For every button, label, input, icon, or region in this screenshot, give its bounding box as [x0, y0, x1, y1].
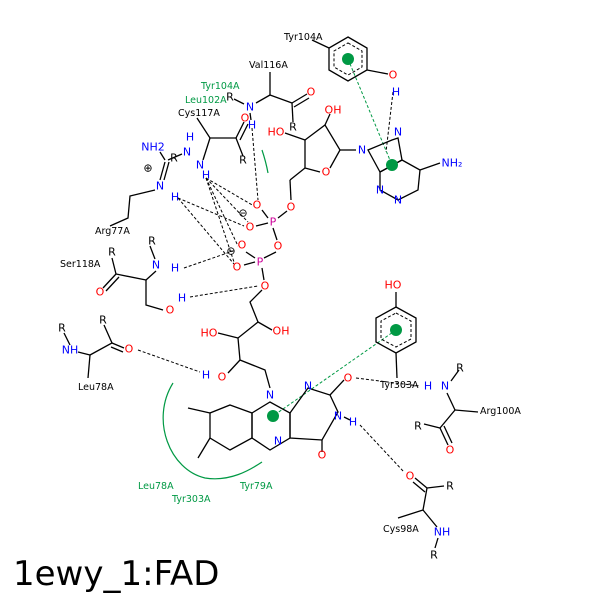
atom-o: O	[322, 166, 331, 179]
ring-centroid	[386, 159, 398, 171]
charge-minus: ⊖	[238, 207, 247, 220]
atom-h: H	[171, 191, 179, 204]
atom-n: N	[183, 146, 191, 159]
atom-h: H	[178, 292, 186, 305]
atom-o: O	[246, 221, 255, 234]
hydrophobic-contact-arc	[162, 382, 263, 480]
atom-o: O	[344, 372, 353, 385]
atom-o: O	[241, 112, 250, 125]
atom-r: R	[170, 152, 178, 165]
atom-r: R	[148, 235, 156, 248]
atom-o: O	[446, 444, 455, 457]
atom-r: R	[414, 420, 422, 433]
atom-h: H	[171, 262, 179, 275]
atom-o: O	[253, 199, 262, 212]
atom-o: O	[307, 86, 316, 99]
atom-nh: NH	[62, 344, 79, 357]
hydrophobic-label: Leu78A	[138, 481, 174, 492]
hydrophobic-label: Leu102A	[185, 95, 227, 106]
atom-ho: HO	[268, 126, 285, 139]
atom-h: H	[202, 169, 210, 182]
atom-r: R	[456, 362, 464, 375]
atom-nh2: NH₂	[442, 157, 463, 170]
atom-o: O	[238, 239, 247, 252]
hydrophobic-contact-arc-small	[261, 149, 269, 174]
atom-oh: OH	[273, 325, 290, 338]
atom-n: N	[441, 380, 449, 393]
hydrophobic-labels: Tyr104A Leu102A Leu78A Tyr303A Tyr79A	[138, 81, 273, 505]
atom-n: N	[274, 435, 282, 448]
residue-label: Arg100A	[480, 406, 521, 417]
residue-label: Ser118A	[60, 259, 101, 270]
charge-minus: ⊖	[226, 245, 235, 258]
atom-o: O	[218, 371, 227, 384]
hydrophobic-label: Tyr79A	[239, 481, 273, 492]
atom-r: R	[239, 154, 247, 167]
ring-centroid	[267, 410, 279, 422]
atom-oh: OH	[325, 104, 342, 117]
atom-r: R	[99, 314, 107, 327]
residue-label: Cys117A	[178, 108, 220, 119]
atom-n: N	[304, 380, 312, 393]
ring-centroid	[342, 53, 354, 65]
atom-n: N	[394, 126, 402, 139]
atom-h: H	[248, 119, 256, 132]
charge-plus: ⊕	[143, 162, 152, 175]
residue-label: Leu78A	[78, 382, 114, 393]
atom-o: O	[406, 470, 415, 483]
atom-o: O	[389, 69, 398, 82]
atom-h: H	[202, 369, 210, 382]
residue-labels: Tyr104A Val116A Cys117A Arg77A Ser118A L…	[60, 32, 521, 535]
ring-centroid	[390, 324, 402, 336]
atom-n: N	[266, 389, 274, 402]
atom-o: O	[261, 280, 270, 293]
residue-label: Tyr303A	[379, 380, 419, 391]
atom-p: P	[270, 216, 277, 229]
atom-r: R	[108, 246, 116, 259]
atom-r: R	[289, 121, 297, 134]
atom-o: O	[274, 240, 283, 253]
atom-o: O	[318, 449, 327, 462]
atom-nh2: NH2	[141, 141, 165, 154]
ligand-title: 1ewy_1:FAD	[13, 554, 219, 594]
pi-stacking-lines	[272, 58, 397, 417]
residue-label: Val116A	[249, 60, 288, 71]
atom-o: O	[166, 304, 175, 317]
atom-o: O	[287, 201, 296, 214]
hydrophobic-label: Tyr104A	[200, 81, 240, 92]
atom-p: P	[257, 256, 264, 269]
atom-nh: NH	[434, 526, 451, 539]
atom-n: N	[156, 180, 164, 193]
atom-n: N	[334, 410, 342, 423]
hydrophobic-label: Tyr303A	[171, 494, 211, 505]
atom-n: N	[196, 159, 204, 172]
atom-n: N	[246, 101, 254, 114]
atom-h: H	[392, 86, 400, 99]
atom-o: O	[233, 261, 242, 274]
atom-h: H	[424, 380, 432, 393]
residue-label: Cys98A	[383, 524, 419, 535]
atom-n: N	[358, 144, 366, 157]
residue-label: Arg77A	[95, 226, 130, 237]
atom-n: N	[152, 259, 160, 272]
atom-r: R	[226, 91, 234, 104]
atom-r: R	[58, 322, 66, 335]
atom-n: N	[376, 184, 384, 197]
atom-ho: HO	[201, 327, 218, 340]
atom-r: R	[446, 480, 454, 493]
atom-h: H	[349, 416, 357, 429]
bonds	[63, 36, 479, 549]
atom-ho: HO	[385, 279, 402, 292]
atom-h: H	[186, 131, 194, 144]
hydrogen-bonds	[137, 91, 421, 473]
atom-labels: O H R N H O R HO OH O N N N N NH₂ O O P …	[58, 69, 464, 562]
atom-o: O	[125, 343, 134, 356]
atom-n: N	[394, 194, 402, 207]
residue-label: Tyr104A	[283, 32, 323, 43]
atom-o: O	[96, 286, 105, 299]
atom-r: R	[430, 549, 438, 562]
